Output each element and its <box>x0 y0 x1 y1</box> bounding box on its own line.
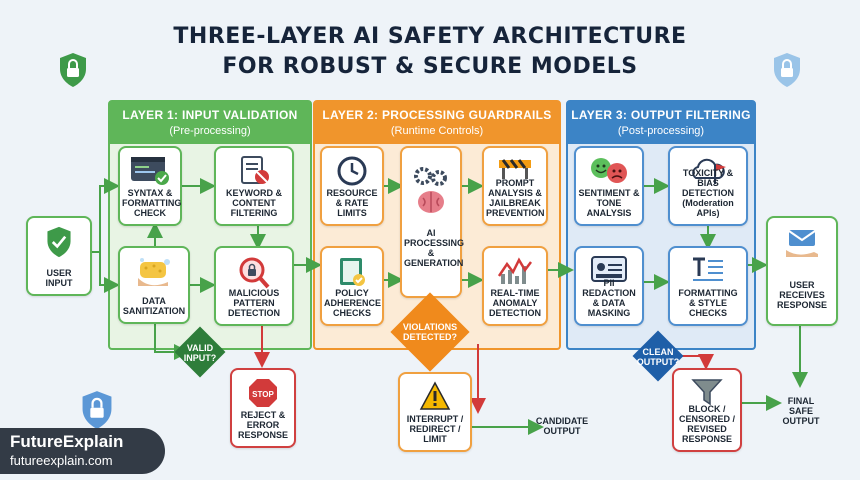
toxicity-label: TOXICITY & BIAS DETECTION (Moderation AP… <box>681 168 734 218</box>
warning-icon <box>419 381 451 410</box>
clean-output-label: CLEAN OUTPUT? <box>636 347 680 367</box>
anomaly-detection-node: REAL-TIME ANOMALY DETECTION <box>482 246 548 326</box>
malicious-detection-label: MALICIOUS PATTERN DETECTION <box>227 288 280 318</box>
toxicity-node: TOXICITY & BIAS DETECTION (Moderation AP… <box>668 146 748 226</box>
sponge-hand-icon <box>138 258 170 286</box>
user-receives-node: USER RECEIVES RESPONSE <box>766 216 838 326</box>
prompt-analysis-label: PROMPT ANALYSIS & JAILBREAK PREVENTION <box>486 178 545 218</box>
ai-processing-label: AI PROCESSING & GENERATION <box>404 228 465 268</box>
policy-checks-node: POLICY ADHERENCE CHECKS <box>320 246 384 326</box>
pii-redaction-node: PII REDACTION & DATA MASKING <box>574 246 644 326</box>
brand-banner: FutureExplain futureexplain.com <box>0 428 165 474</box>
brand-name: FutureExplain <box>10 432 124 451</box>
layer-2-title: LAYER 2: PROCESSING GUARDRAILS <box>322 108 552 122</box>
shield-lock-icon-bottom <box>82 391 112 429</box>
text-format-icon <box>693 257 723 281</box>
document-block-icon <box>241 156 269 184</box>
magnifier-lock-icon <box>239 257 270 289</box>
title-line-2: FOR ROBUST & SECURE MODELS <box>222 54 638 79</box>
anomaly-detection-label: REAL-TIME ANOMALY DETECTION <box>488 288 541 318</box>
book-check-icon <box>340 258 365 286</box>
user-input-node: USER INPUT <box>26 216 92 296</box>
formatting-checks-node: FORMATTING & STYLE CHECKS <box>668 246 748 326</box>
emotion-faces-icon <box>591 158 627 183</box>
candidate-output-label: CANDIDATE OUTPUT <box>535 416 589 436</box>
pii-redaction-label: PII REDACTION & DATA MASKING <box>582 278 636 318</box>
stop-sign-text: STOP <box>252 390 274 399</box>
reject-node: STOP REJECT & ERROR RESPONSE <box>230 368 296 448</box>
sentiment-label: SENTIMENT & TONE ANALYSIS <box>578 188 640 218</box>
keyword-filter-node: KEYWORD & CONTENT FILTERING <box>214 146 294 226</box>
cloud-flag-icon <box>692 158 726 184</box>
layer-3-title: LAYER 3: OUTPUT FILTERING <box>571 108 751 122</box>
brand-url: futureexplain.com <box>10 453 113 468</box>
layer-2-subtitle: (Runtime Controls) <box>390 125 484 137</box>
layer-3-subtitle: (Post-processing) <box>617 125 705 137</box>
malicious-detection-node: MALICIOUS PATTERN DETECTION <box>214 246 294 326</box>
block-node: BLOCK / CENSORED / REVISED RESPONSE <box>672 368 742 452</box>
block-label: BLOCK / CENSORED / REVISED RESPONSE <box>678 404 735 444</box>
user-input-label: USER INPUT <box>45 268 73 288</box>
title-line-1: THREE-LAYER AI SAFETY ARCHITECTURE <box>173 24 687 49</box>
violations-label: VIOLATIONS DETECTED? <box>402 322 458 342</box>
reject-label: REJECT & ERROR RESPONSE <box>237 410 288 440</box>
user-receives-label: USER RECEIVES RESPONSE <box>776 280 827 310</box>
gears-brain-icon <box>414 167 447 213</box>
syntax-check-node: SYNTAX & FORMATTING CHECK <box>118 146 182 226</box>
shield-check-icon <box>47 226 71 258</box>
syntax-check-label: SYNTAX & FORMATTING CHECK <box>122 188 182 218</box>
resource-limits-label: RESOURCE & RATE LIMITS <box>326 188 378 218</box>
clock-icon <box>337 156 367 186</box>
final-safe-output-label: FINAL SAFE OUTPUT <box>782 396 820 426</box>
keyword-filter-label: KEYWORD & CONTENT FILTERING <box>226 188 282 218</box>
interrupt-label: INTERRUPT / REDIRECT / LIMIT <box>406 414 464 444</box>
interrupt-node: INTERRUPT / REDIRECT / LIMIT <box>398 372 472 452</box>
trend-chart-icon <box>497 257 532 284</box>
data-sanitization-node: DATA SANITIZATION <box>118 246 190 324</box>
formatting-checks-label: FORMATTING & STYLE CHECKS <box>678 288 738 318</box>
prompt-analysis-node: PROMPT ANALYSIS & JAILBREAK PREVENTION <box>482 146 548 226</box>
code-window-icon <box>131 157 169 185</box>
valid-input-label: VALID INPUT? <box>183 343 217 363</box>
layer-1-title: LAYER 1: INPUT VALIDATION <box>122 108 298 122</box>
envelope-hand-icon <box>786 230 818 257</box>
resource-limits-node: RESOURCE & RATE LIMITS <box>320 146 384 226</box>
sentiment-node: SENTIMENT & TONE ANALYSIS <box>574 146 644 226</box>
policy-checks-label: POLICY ADHERENCE CHECKS <box>324 288 382 318</box>
ai-processing-node: AI PROCESSING & GENERATION <box>400 146 465 298</box>
funnel-icon <box>691 379 723 406</box>
barrier-icon <box>499 159 531 179</box>
layer-1-subtitle: (Pre-processing) <box>169 125 251 137</box>
stop-sign-icon: STOP <box>249 379 277 407</box>
shield-lock-icon <box>60 53 86 87</box>
shield-lock-icon-right <box>774 53 800 87</box>
id-card-icon <box>591 256 627 282</box>
data-sanitization-label: DATA SANITIZATION <box>122 296 186 316</box>
